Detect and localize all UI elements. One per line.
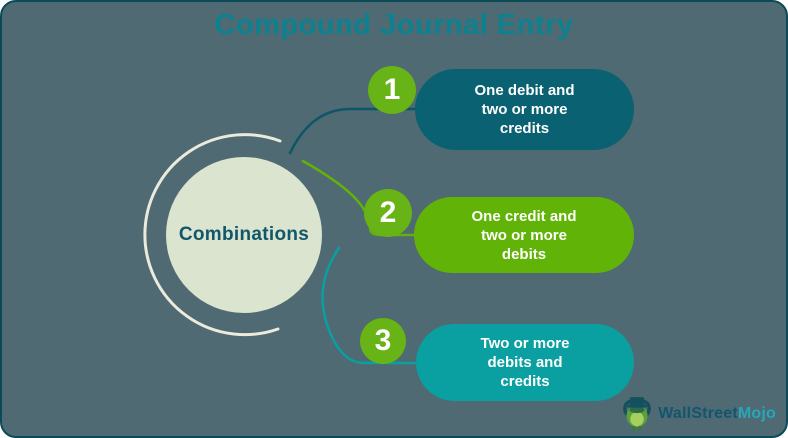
connector-1-line <box>288 107 418 155</box>
item-2-line-3: debits <box>501 245 547 263</box>
item-1-number-badge: 1 <box>368 66 416 114</box>
wallstreetmojo-logo: WallStreetMojo <box>618 394 776 434</box>
item-2-pill: One credit and two or more debits <box>414 197 634 273</box>
item-3-line-1: Two or more <box>480 335 570 352</box>
item-3-pill: Two or more debits and credits <box>416 324 634 401</box>
item-3-line-2: debits and <box>487 354 563 371</box>
logo-text-mojo: Mojo <box>737 405 776 422</box>
item-2-line-1: One credit and <box>471 207 577 225</box>
item-1-pill: One debit and two or more credits <box>415 69 634 150</box>
item-1-line-2: two or more <box>481 101 568 118</box>
item-2-line-2: two or more <box>481 226 567 244</box>
logo-text-wallstreet: WallStreet <box>658 405 738 422</box>
combinations-label: Combinations <box>178 224 310 245</box>
item-1-line-3: credits <box>499 120 550 137</box>
item-3-line-3: credits <box>500 373 550 390</box>
connector-3-line <box>321 246 420 365</box>
combinations-circle: Combinations <box>166 157 322 313</box>
center-outer-arc-icon <box>143 133 282 337</box>
item-1-line-1: One debit and <box>474 82 575 99</box>
page-title: Compound Journal Entry <box>214 9 574 41</box>
wallstreetmojo-mascot-icon <box>623 397 652 431</box>
wallstreetmojo-wordmark: WallStreetMojo <box>658 405 776 423</box>
item-3-number-badge: 3 <box>360 318 406 364</box>
item-2-number-badge: 2 <box>364 189 412 237</box>
